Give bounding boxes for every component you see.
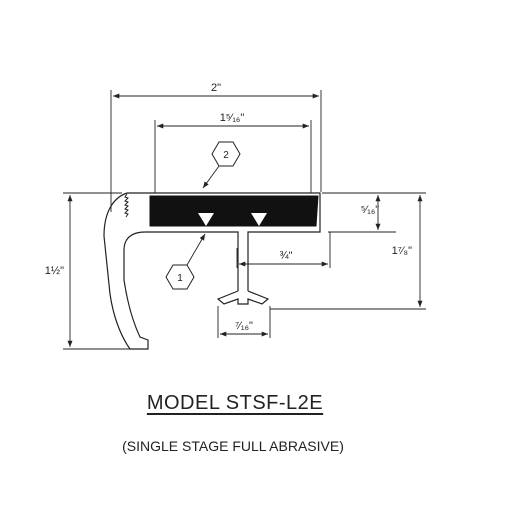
- dimension-lines: [67, 93, 423, 347]
- dim-label-total-height: 1½": [45, 265, 64, 277]
- insert-key-left: [198, 213, 214, 226]
- model-title: MODEL STSF-L2E: [146, 392, 324, 414]
- callout-1: 1: [165, 233, 206, 290]
- model-subtitle: (SINGLE STAGE FULL ABRASIVE): [122, 438, 344, 454]
- abrasive-insert: [149, 195, 319, 227]
- extension-lines: [63, 90, 426, 350]
- dim-label-insert-width: 1⁵⁄₁₆": [220, 112, 245, 124]
- dim-label-anchor-width: ⁷⁄₁₆": [235, 320, 253, 332]
- callout-2: 2: [202, 141, 241, 189]
- dim-label-anchor-depth: 1⁷⁄₈": [392, 245, 412, 257]
- dim-label-overall-width: 2": [211, 82, 221, 94]
- nosing-profile: [103, 192, 321, 350]
- insert-key-right: [251, 213, 267, 226]
- serrated-nose: [124, 193, 129, 218]
- dim-label-anchor-offset: ¾": [279, 250, 292, 262]
- svg-text:2: 2: [223, 150, 229, 161]
- svg-text:1: 1: [177, 273, 183, 284]
- dim-label-insert-thickness: ⁵⁄₁₆": [361, 204, 380, 216]
